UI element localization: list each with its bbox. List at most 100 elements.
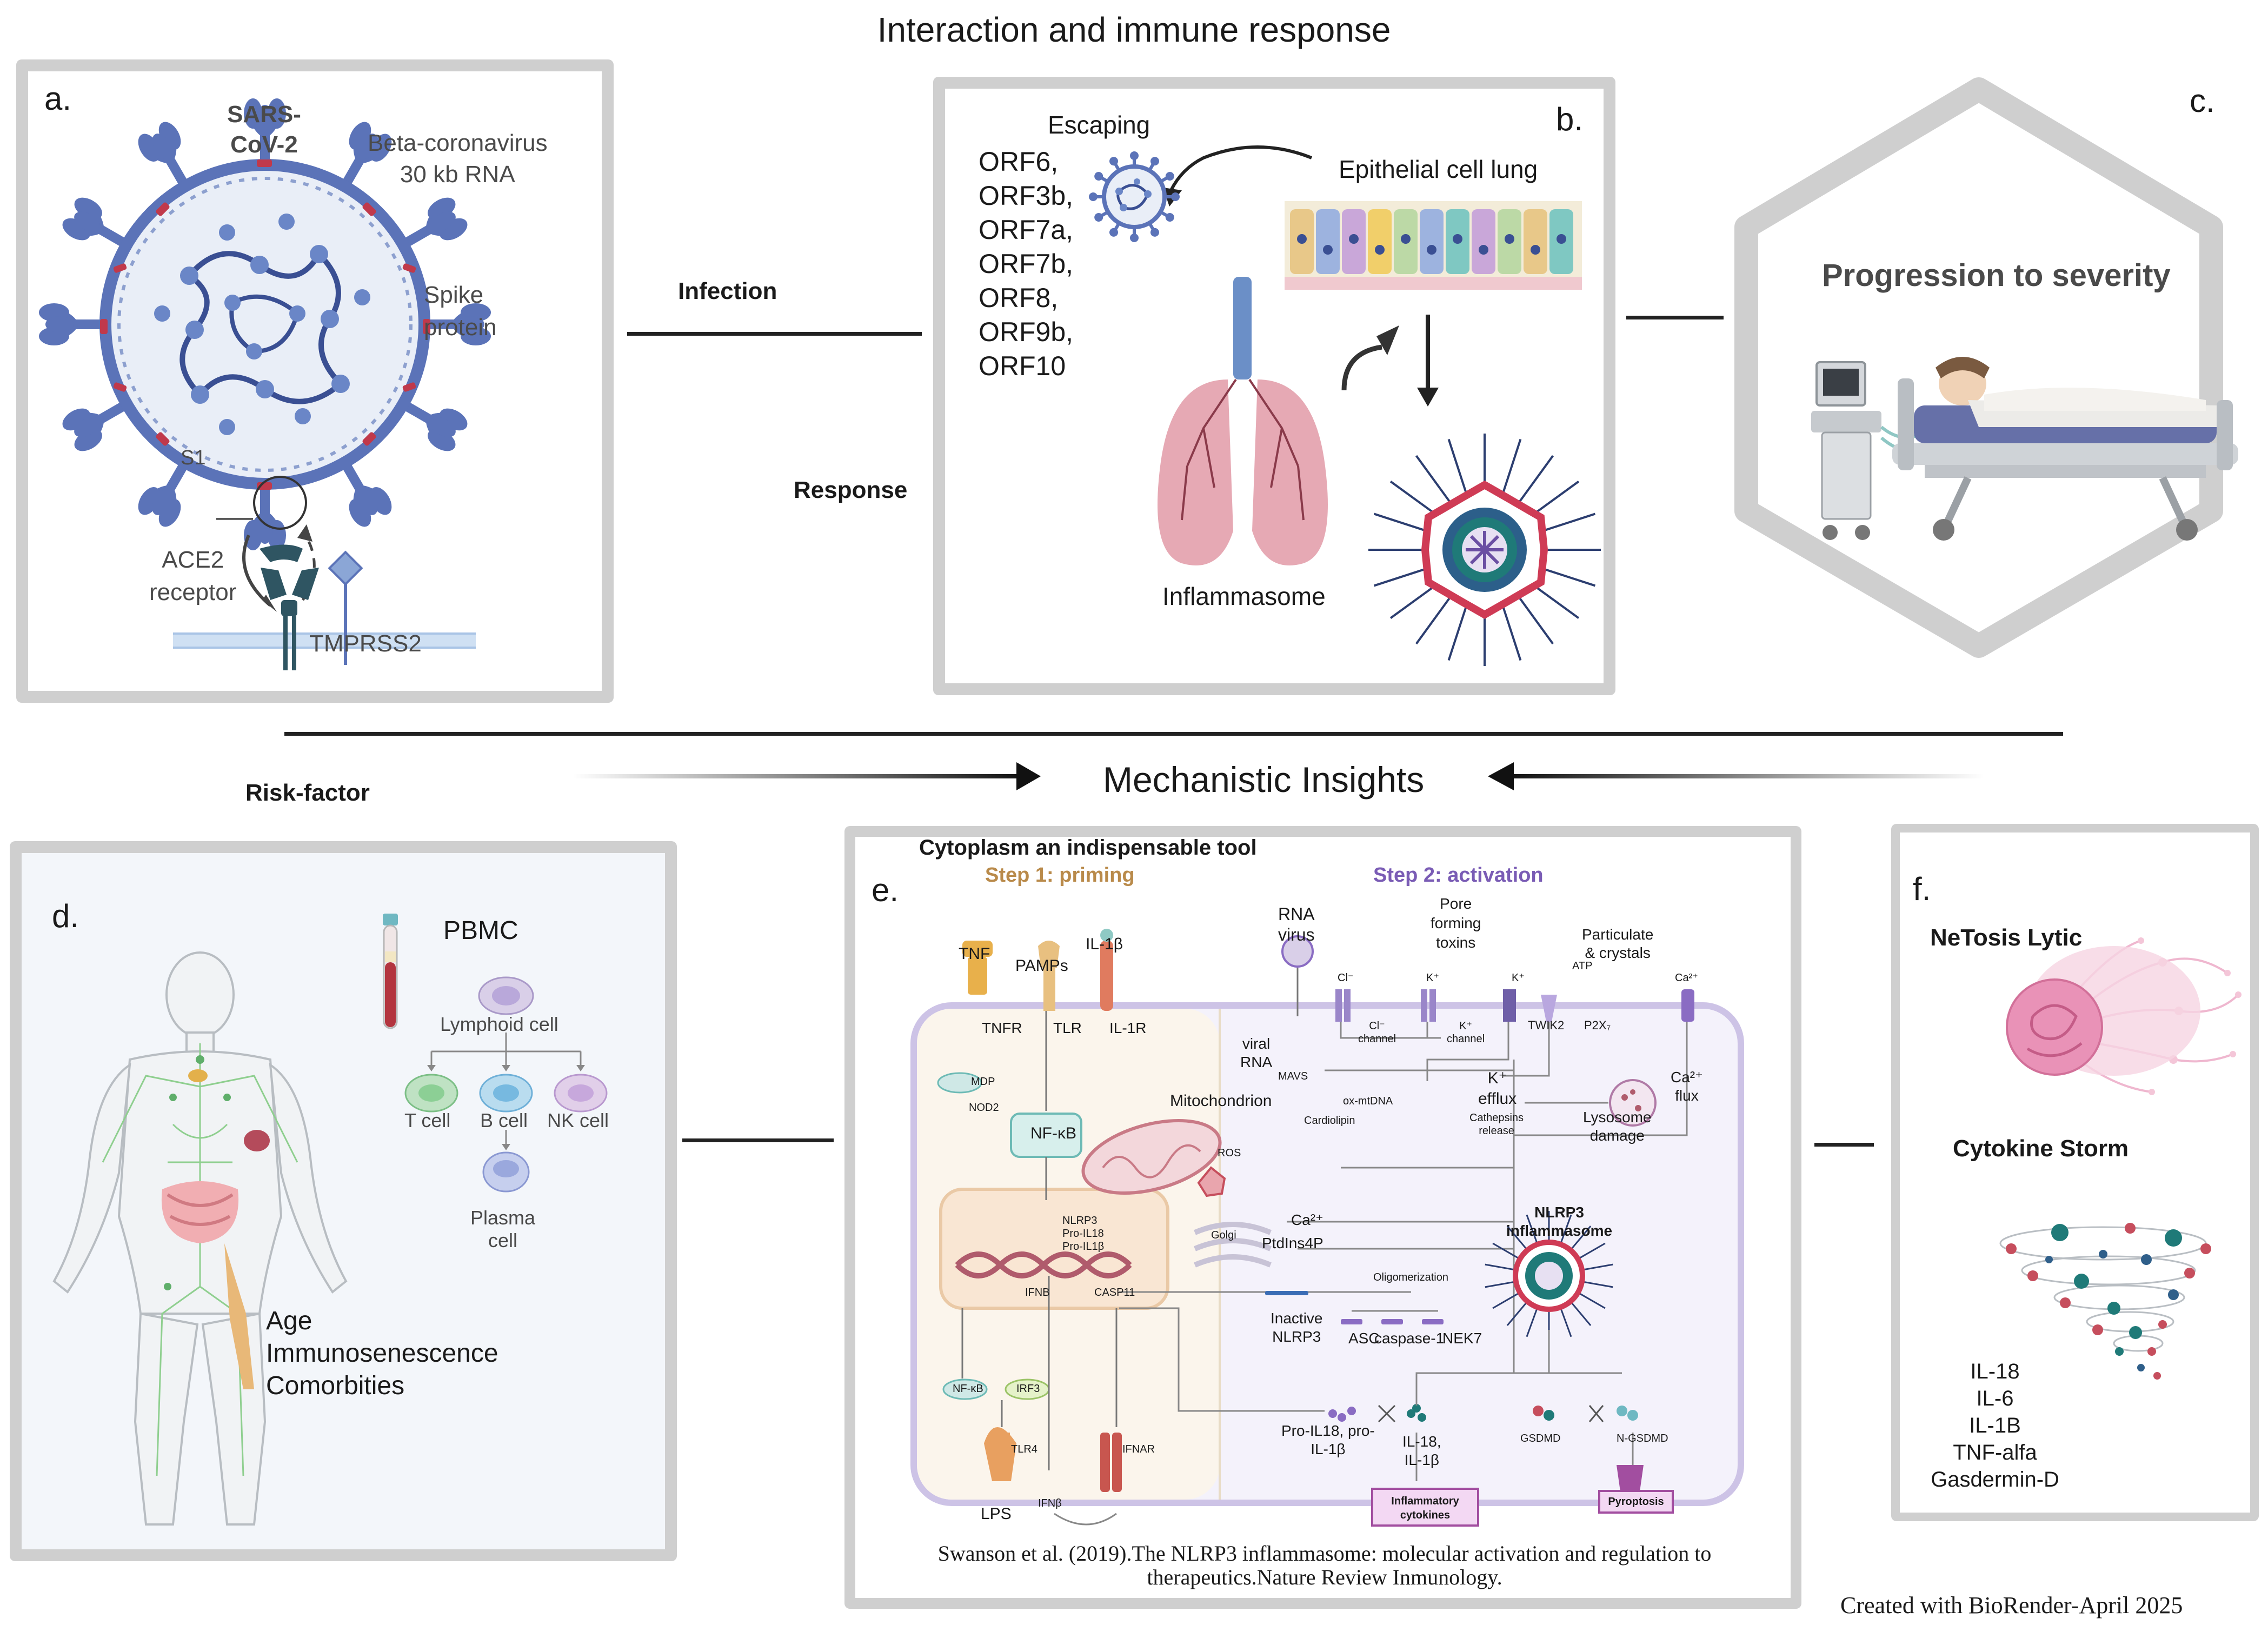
blood-tube-icon [383,914,398,1029]
ox-mtdna-label: ox-mtDNA [1343,1095,1393,1107]
golgi-label: Golgi [1211,1229,1236,1241]
n-gsdmd-label: N-GSDMD [1617,1433,1668,1444]
mitochondrion-label: Mitochondrion [1170,1092,1272,1110]
asc-label: ASC [1348,1330,1380,1347]
connector-b-c [1626,316,1724,319]
ros-label: ROS [1218,1147,1241,1159]
step1-label: Step 1: priming [985,864,1135,887]
panel-e-title: Cytoplasm an indispensable tool [919,836,1257,860]
mechanistic-insights-title: Mechanistic Insights [1103,760,1425,800]
panel-c-letter: c. [2190,83,2215,119]
panel-b-letter: b. [1556,101,1584,137]
virus-name: SARS-CoV-2 [227,101,301,158]
panel-e-letter: e. [872,872,899,908]
inflammasome-label: Inflammasome [1162,582,1326,610]
citation: Swanson et al. (2019).The NLRP3 inflamma… [937,1541,1712,1589]
k-label: K⁺ [1426,972,1439,984]
page-title: Interaction and immune response [877,10,1391,49]
panel-c-title: Progression to severity [1822,258,2171,293]
connector-e-f [1814,1143,1874,1147]
biorender-credit: Created with BioRender-April 2025 [1840,1592,2183,1619]
p2x7-label: P2X₇ [1584,1018,1611,1032]
il1r-label: IL-1R [1109,1020,1147,1036]
nek7-label: NEK7 [1442,1330,1482,1347]
k-efflux-label: K⁺efflux [1478,1069,1517,1108]
ca-golgi-label: Ca²⁺ [1291,1211,1323,1228]
panel-f [1891,824,2259,1521]
ca-flux-label: Ca²⁺flux [1671,1069,1703,1104]
ptdins4p-label: PtdIns4P [1262,1235,1323,1251]
panel-f-letter: f. [1913,871,1931,907]
tmprss2-label: TMPRSS2 [309,630,422,657]
nfkb-label: NF-κB [1030,1124,1076,1142]
lymphoid-cell-label: Lymphoid cell [440,1013,558,1035]
connector-a-b [627,332,922,336]
casp11-label: CASP11 [1094,1287,1135,1298]
nfkb-small-label: NF-κB [953,1383,983,1395]
panel-d-letter: d. [52,898,79,934]
lymphoid-tree-illustration [404,976,608,1193]
connector-d-e [682,1138,834,1142]
il1b-label: IL-1β [1086,935,1123,953]
infection-label: Infection [678,278,777,304]
cytokine-storm-label: Cytokine Storm [1953,1135,2129,1162]
panel-a-letter: a. [44,81,72,117]
s1-label: S1 [181,447,206,469]
orf-list: ORF6,ORF3b,ORF7a, ORF7b,ORF8,ORF9b, ORF1… [979,146,1074,381]
netosis-illustration [2006,937,2242,1095]
human-body-illustration [52,951,348,1526]
k-channel-label: K⁺channel [1447,1020,1485,1045]
pyroptosis-box: Pyroptosis [1598,1490,1674,1514]
nk-cell-label: NK cell [547,1109,609,1131]
nod2-label: NOD2 [969,1102,999,1114]
pamps-label: PAMPs [1015,957,1068,975]
twik2-label: TWIK2 [1528,1018,1565,1032]
irf3-label: IRF3 [1016,1383,1040,1395]
mechanistic-arrows [573,762,1984,790]
gsdmd-label: GSDMD [1520,1433,1561,1444]
risk-factor-label: Risk-factor [245,780,370,806]
response-label: Response [794,477,908,503]
mdp-label: MDP [971,1076,995,1088]
k-label-2: K⁺ [1512,972,1525,984]
panel-b-illustration [1089,145,1602,667]
cytokine-storm-illustration [1999,1223,2211,1380]
t-cell-label: T cell [404,1109,451,1131]
escaping-label: Escaping [1048,111,1150,139]
ifnar-label: IFNAR [1122,1443,1155,1455]
epithelial-label: Epithelial cell lung [1339,155,1538,183]
atp-label: ATP [1572,960,1593,972]
oligomerization-label: Oligomerization [1373,1271,1448,1283]
step2-label: Step 2: activation [1373,864,1544,887]
tnf-label: TNF [959,945,990,963]
b-cell-label: B cell [480,1109,528,1131]
hospital-bed-illustration [1811,357,2238,541]
mavs-label: MAVS [1278,1070,1308,1082]
cl-label: Cl⁻ [1338,972,1354,984]
netosis-label: NeTosis Lytic [1930,924,2083,951]
ifnb-label: IFNβ [1038,1497,1062,1509]
nlrp3-pathway-diagram [910,929,1744,1526]
cl-channel-label: Cl⁻channel [1358,1020,1396,1045]
middle-divider [284,732,2063,736]
lps-label: LPS [981,1505,1012,1523]
pro-il18-label: Pro-IL18, pro-IL-1β [1281,1422,1375,1457]
particulate-label: Particulate& crystals [1582,926,1654,961]
sars-cov2-virus-illustration [39,98,491,670]
ca-top-label: Ca²⁺ [1675,972,1698,984]
tlr4-label: TLR4 [1011,1443,1037,1455]
